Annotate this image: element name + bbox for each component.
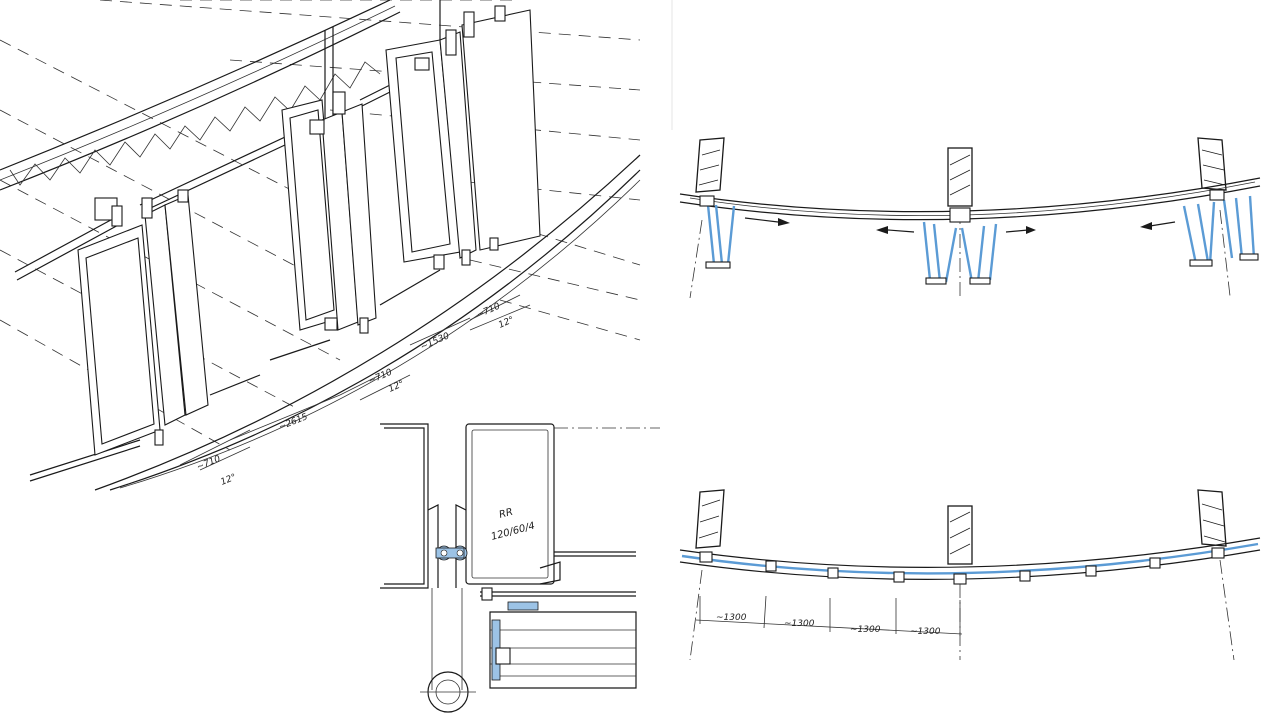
plan-bottom-columns (695, 489, 1227, 565)
dimension-2615: ~2615 (277, 412, 309, 433)
folding-panel-group-3 (385, 5, 541, 270)
closed-plan-dimension-line (695, 595, 963, 636)
left-frame-profile (380, 423, 429, 589)
angle-12-middle: 12° (387, 379, 406, 395)
lower-curved-floor-track (94, 154, 641, 491)
spacing-1300-3: ~1300 (850, 625, 881, 635)
glass-gasket-detail (435, 545, 468, 561)
plan-view-folded-position (679, 137, 1261, 300)
spacing-1300-1: ~1300 (716, 613, 747, 623)
folded-glass-leaves (706, 195, 1256, 283)
angle-12-left: 12° (219, 473, 238, 488)
rectangular-tube-profile (465, 423, 555, 585)
profile-label-rr: RR (498, 507, 514, 521)
spacing-1300-4: ~1300 (910, 627, 941, 637)
dimension-1530: ~1530 (419, 331, 451, 353)
dimension-710-right: ~710 (475, 301, 502, 320)
plan-top-columns (695, 137, 1227, 207)
profile-label-dimensions: 120/60/4 (490, 521, 536, 543)
folded-hinge-blocks (699, 189, 1259, 285)
folding-panel-group-1 (77, 189, 209, 456)
spacing-1300-2: ~1300 (784, 619, 815, 629)
sliding-direction-arrows (744, 217, 1176, 234)
isometric-dimension-lines (179, 294, 531, 471)
dimension-710-left: ~710 (195, 454, 222, 473)
floor-build-up-layers (480, 551, 637, 689)
pivot-hinge-circle (420, 671, 476, 713)
section-detail-drawing: RR 120/60/4 (380, 423, 660, 713)
guide-rails (14, 59, 443, 482)
isometric-folding-glass-wall-view: ~2615 ~1530 ~710 ~710 ~710 12° 12° 12° (0, 0, 641, 491)
folding-panel-group-2 (281, 91, 377, 334)
plan-view-closed-position: ~1300 ~1300 ~1300 ~1300 (679, 489, 1261, 661)
